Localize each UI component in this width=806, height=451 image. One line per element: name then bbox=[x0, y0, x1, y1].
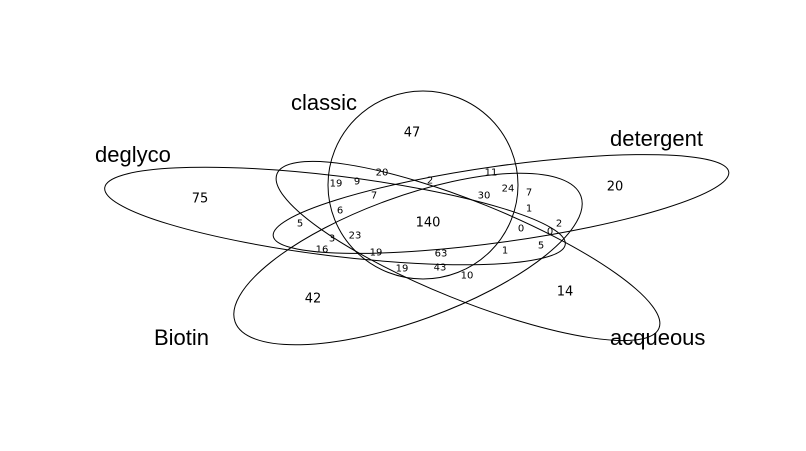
count-acqueous-only: 14 bbox=[557, 285, 574, 300]
count-deglyco-only: 75 bbox=[192, 192, 209, 207]
deglyco-set-ellipse bbox=[104, 166, 566, 266]
set-label-detergent: detergent bbox=[610, 126, 703, 151]
count-detergent-only: 20 bbox=[607, 180, 624, 195]
count-region: 0 bbox=[518, 224, 524, 235]
count-region: 5 bbox=[538, 241, 544, 252]
count-biotin-only: 42 bbox=[305, 292, 322, 307]
set-label-deglyco: deglyco bbox=[95, 142, 171, 167]
count-region: 20 bbox=[376, 168, 389, 179]
count-region: 1 bbox=[526, 204, 532, 215]
count-region: 0 bbox=[547, 227, 553, 238]
acqueous-set-ellipse bbox=[275, 160, 661, 342]
count-region: 23 bbox=[349, 231, 362, 242]
count-region: 16 bbox=[316, 245, 329, 256]
count-region: 3 bbox=[329, 234, 335, 245]
count-region: 19 bbox=[370, 248, 383, 259]
count-classic-only: 47 bbox=[404, 126, 421, 141]
count-region: 11 bbox=[485, 168, 498, 179]
count-region: 43 bbox=[434, 263, 447, 274]
count-region: 19 bbox=[396, 264, 409, 275]
count-core: 140 bbox=[416, 216, 441, 231]
count-region: 9 bbox=[354, 177, 360, 188]
set-labels: classic detergent deglyco Biotin acqueou… bbox=[95, 90, 705, 350]
count-region: 63 bbox=[435, 249, 448, 260]
count-region: 10 bbox=[461, 271, 474, 282]
count-region: 7 bbox=[371, 191, 377, 202]
classic-set-circle bbox=[327, 90, 519, 280]
count-region: 19 bbox=[330, 179, 343, 190]
region-counts: 47 75 20 42 14 140 19 9 20 2 11 24 7 30 … bbox=[192, 126, 624, 307]
count-region: 2 bbox=[556, 219, 562, 230]
count-region: 1 bbox=[502, 246, 508, 257]
count-region: 6 bbox=[337, 206, 343, 217]
count-region: 2 bbox=[427, 176, 433, 187]
count-region: 7 bbox=[526, 188, 532, 199]
count-region: 24 bbox=[502, 184, 515, 195]
set-label-acqueous: acqueous bbox=[610, 325, 705, 350]
set-label-biotin: Biotin bbox=[154, 325, 209, 350]
count-region: 30 bbox=[478, 191, 491, 202]
detergent-set-ellipse bbox=[272, 154, 730, 254]
set-label-classic: classic bbox=[291, 90, 357, 115]
count-region: 5 bbox=[297, 219, 303, 230]
biotin-set-ellipse bbox=[233, 172, 583, 346]
set-outlines bbox=[104, 90, 730, 346]
